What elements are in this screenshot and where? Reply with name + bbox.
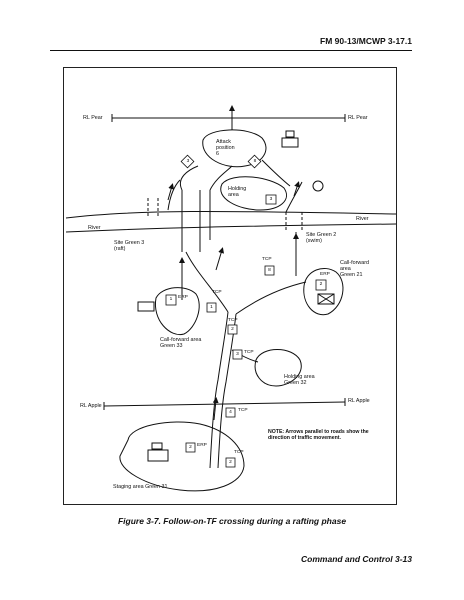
- marker-number-2b: 2: [189, 445, 192, 450]
- rl-pear-label-left: RL Pear: [83, 115, 103, 121]
- staging-area-31-label: Staging area Green 31: [113, 484, 168, 490]
- river-label-left: River: [88, 225, 101, 231]
- unit-symbol-pear-right: [281, 137, 299, 148]
- tcp-label-8: TCP: [262, 257, 272, 262]
- farbank-road-1: [180, 165, 199, 191]
- unit-symbol-farbank-right: [312, 180, 324, 192]
- unit-symbol-cf21: [317, 293, 335, 305]
- farbank-road-right: [285, 181, 303, 213]
- road-trunk-edge: [217, 313, 237, 469]
- marker-box-tcp3: [232, 349, 243, 360]
- marker-box-tcp-staging: [225, 457, 236, 468]
- call-forward-21-label: Call-forward area Green 21: [340, 260, 370, 279]
- river-bank-south: [65, 223, 397, 233]
- tcp-label-2: TCP: [228, 318, 238, 323]
- marker-box-erp-cf33: [165, 294, 177, 306]
- tcp-label-3: TCP: [244, 350, 254, 355]
- marker-number-4: 4: [229, 410, 232, 415]
- holding-area-label: Holding area: [228, 186, 247, 199]
- arrow-trunk-up: [212, 397, 219, 421]
- marker-number-8b: 8: [253, 159, 257, 164]
- unit-symbol-staging: [147, 449, 169, 462]
- staging-area-31-outline: [119, 421, 245, 492]
- figure-frame: [63, 67, 397, 505]
- attack-position-label: Attack position 6: [216, 139, 235, 158]
- marker-number-3a: 3: [236, 352, 239, 357]
- site-green-2-label: Site Green 2 (swim): [306, 232, 337, 245]
- header-rule: [50, 50, 412, 51]
- site-green-3-label: Site Green 3 (raft): [114, 240, 145, 253]
- call-forward-33-label: Call-forward area Green 33: [160, 337, 202, 350]
- unit-symbol-pear-right-top: [285, 130, 295, 138]
- rl-apple-label-left: RL Apple: [80, 403, 102, 409]
- tcp-label-staging: TCP: [234, 450, 244, 455]
- marker-box-tcp1: [206, 302, 217, 313]
- holding-area-32-outline: [254, 349, 302, 387]
- marker-box-tcp8: [264, 265, 275, 276]
- marker-box-tcp2: [227, 324, 238, 335]
- diagram-note: NOTE: Arrows parallel to roads show the …: [268, 429, 369, 442]
- marker-number-2c: 2: [229, 460, 232, 465]
- rl-apple-line: [103, 401, 346, 407]
- tcp-label-4: TCP: [238, 408, 248, 413]
- marker-number-2d: 2: [319, 282, 323, 287]
- erp-label-staging: ERP: [197, 443, 207, 448]
- road-branch-site3: [185, 251, 229, 313]
- arrow-farbank-left: [167, 183, 175, 201]
- marker-number-8: 8: [268, 268, 271, 273]
- unit-symbol-staging-top: [151, 442, 163, 450]
- arrow-farbank-right: [293, 181, 300, 197]
- holding-area-outline: [220, 176, 287, 211]
- call-forward-33-outline: [154, 287, 200, 336]
- marker-box-holding: [265, 194, 277, 205]
- farbank-road-2: [209, 165, 233, 191]
- tcp-label-1: TCP: [212, 290, 222, 295]
- marker-box-erp-staging: [185, 442, 196, 453]
- rl-pear-label-right: RL Pear: [348, 115, 368, 121]
- marker-number-1b: 1: [210, 305, 213, 310]
- erp-label-cf33: ERP: [178, 295, 188, 300]
- unit-symbol-cf33: [137, 301, 155, 312]
- rl-apple-label-right: RL Apple: [348, 398, 370, 404]
- road-branch-cf21: [235, 281, 307, 315]
- marker-number-3b: 3: [269, 197, 273, 202]
- unit-symbol-cf21-x2: [317, 293, 335, 305]
- marker-box-attack-left: [180, 154, 195, 169]
- marker-number-2a: 2: [231, 327, 234, 332]
- attack-position-outline: [202, 129, 267, 168]
- holding-area-32-label: Holding area Green 32: [284, 374, 315, 387]
- farbank-road-attack-exit: [261, 159, 291, 187]
- marker-number-3c: 3: [186, 159, 190, 164]
- erp-label-cf21: ERP: [320, 272, 330, 277]
- figure-caption: Figure 3-7. Follow-on-TF crossing during…: [117, 516, 347, 526]
- farbank-road-left: [167, 179, 181, 211]
- marker-box-attack-right: [247, 154, 262, 169]
- marker-box-erp-cf21: [315, 279, 327, 291]
- marker-number-1a: 1: [169, 297, 173, 302]
- call-forward-21-outline: [303, 268, 344, 316]
- document-id: FM 90-13/MCWP 3-17.1: [320, 36, 412, 46]
- marker-box-tcp4: [225, 407, 236, 418]
- river-label-right: River: [356, 216, 369, 222]
- arrow-branch-up: [215, 247, 225, 271]
- road-trunk: [209, 311, 229, 469]
- page-footer: Command and Control 3-13: [301, 554, 412, 564]
- river-bank-north: [65, 210, 397, 219]
